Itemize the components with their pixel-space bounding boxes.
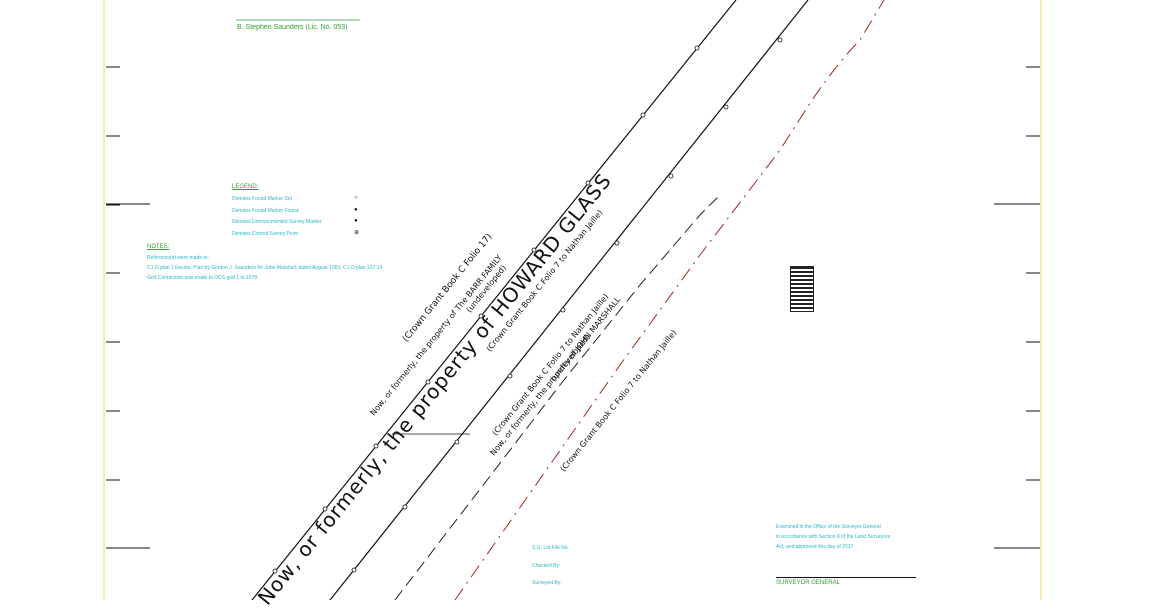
dashed-boundary-black [394,194,721,600]
legend-item-2: Denotes Found Marker Found [232,208,299,214]
notes-line-1: Reference(s) were made to: [147,255,209,261]
notes-line-2: C.I.O plan 1 Ewuno, Plan by Gordon J. Sa… [147,265,383,271]
right-ticks [1026,66,1040,481]
boundary-line-2 [329,0,809,600]
legend-symbol-1: ○ [354,195,358,201]
cert-line-1: Examined in the Office of the Surveyor G… [776,524,881,530]
surveyor-general-label: SURVEYOR GENERAL [776,580,840,586]
boundary-line-1 [251,0,737,600]
checked-by-label: Checked By: [532,563,561,569]
notes-title: NOTES: [147,244,170,250]
legend-item-4: Denotes Control Survey Point [232,231,298,237]
legend-symbol-2: ● [354,207,358,213]
cert-line-3: Act, and approved this day of 2017 [776,544,854,550]
grid-coordinate-ticks [106,203,1040,549]
scale-bar [790,266,814,312]
surveyor-name: B. Stephen Saunders (Lic. No. 053) [237,24,348,31]
boundary-markers [272,37,783,574]
legend-item-1: Denotes Found Marker Set [232,196,293,202]
surveyed-by-label: Surveyed By: [532,580,562,586]
legend-title: LEGEND: [232,184,259,190]
legend-item-3: Denotes Unmonumented Survey Marker [232,219,322,225]
left-ticks [106,66,120,549]
notes-line-3: Grid Connection was made to OCS grid 1 t… [147,275,258,281]
legend-symbol-4: ⊕ [354,230,360,236]
signature-rule [776,577,916,578]
legend-symbol-3: ● [354,218,358,224]
file-number-label: S.G. Lot File No. [532,545,569,551]
dashed-boundary-red [454,0,885,600]
cert-line-2: in accordance with Section 8 of the Land… [776,534,890,540]
